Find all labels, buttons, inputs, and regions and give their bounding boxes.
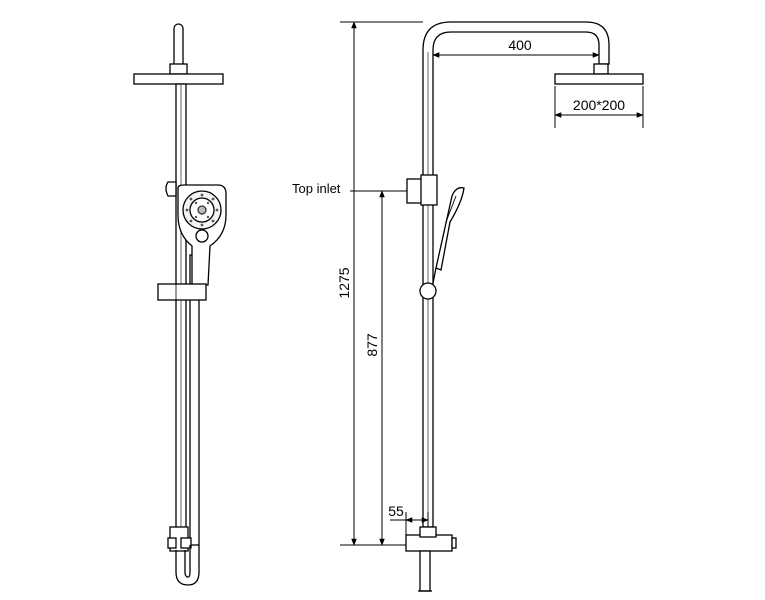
front-head-mount — [169, 63, 188, 75]
side-hand-shower — [435, 187, 465, 271]
front-mode-button — [195, 229, 209, 243]
dim-head-size: 200*200 — [573, 97, 625, 113]
front-hose-loop — [175, 545, 200, 586]
front-view — [133, 23, 227, 586]
side-slider-collar — [419, 282, 437, 300]
front-overhead-head — [133, 73, 224, 85]
front-hand-holder — [165, 181, 177, 197]
dim-inlet-offset: 55 — [388, 503, 404, 519]
side-head-mount — [593, 63, 609, 75]
dim-total-height: 1275 — [336, 267, 352, 298]
dim-arm-reach: 400 — [508, 37, 532, 53]
dimension-lines — [340, 21, 644, 546]
label-top-inlet: Top inlet — [292, 181, 341, 196]
side-view — [405, 21, 644, 592]
side-overhead-head — [554, 73, 644, 85]
dim-inlet-height: 877 — [364, 333, 380, 357]
front-slider — [157, 283, 207, 301]
side-outlet-pipe — [419, 550, 431, 592]
